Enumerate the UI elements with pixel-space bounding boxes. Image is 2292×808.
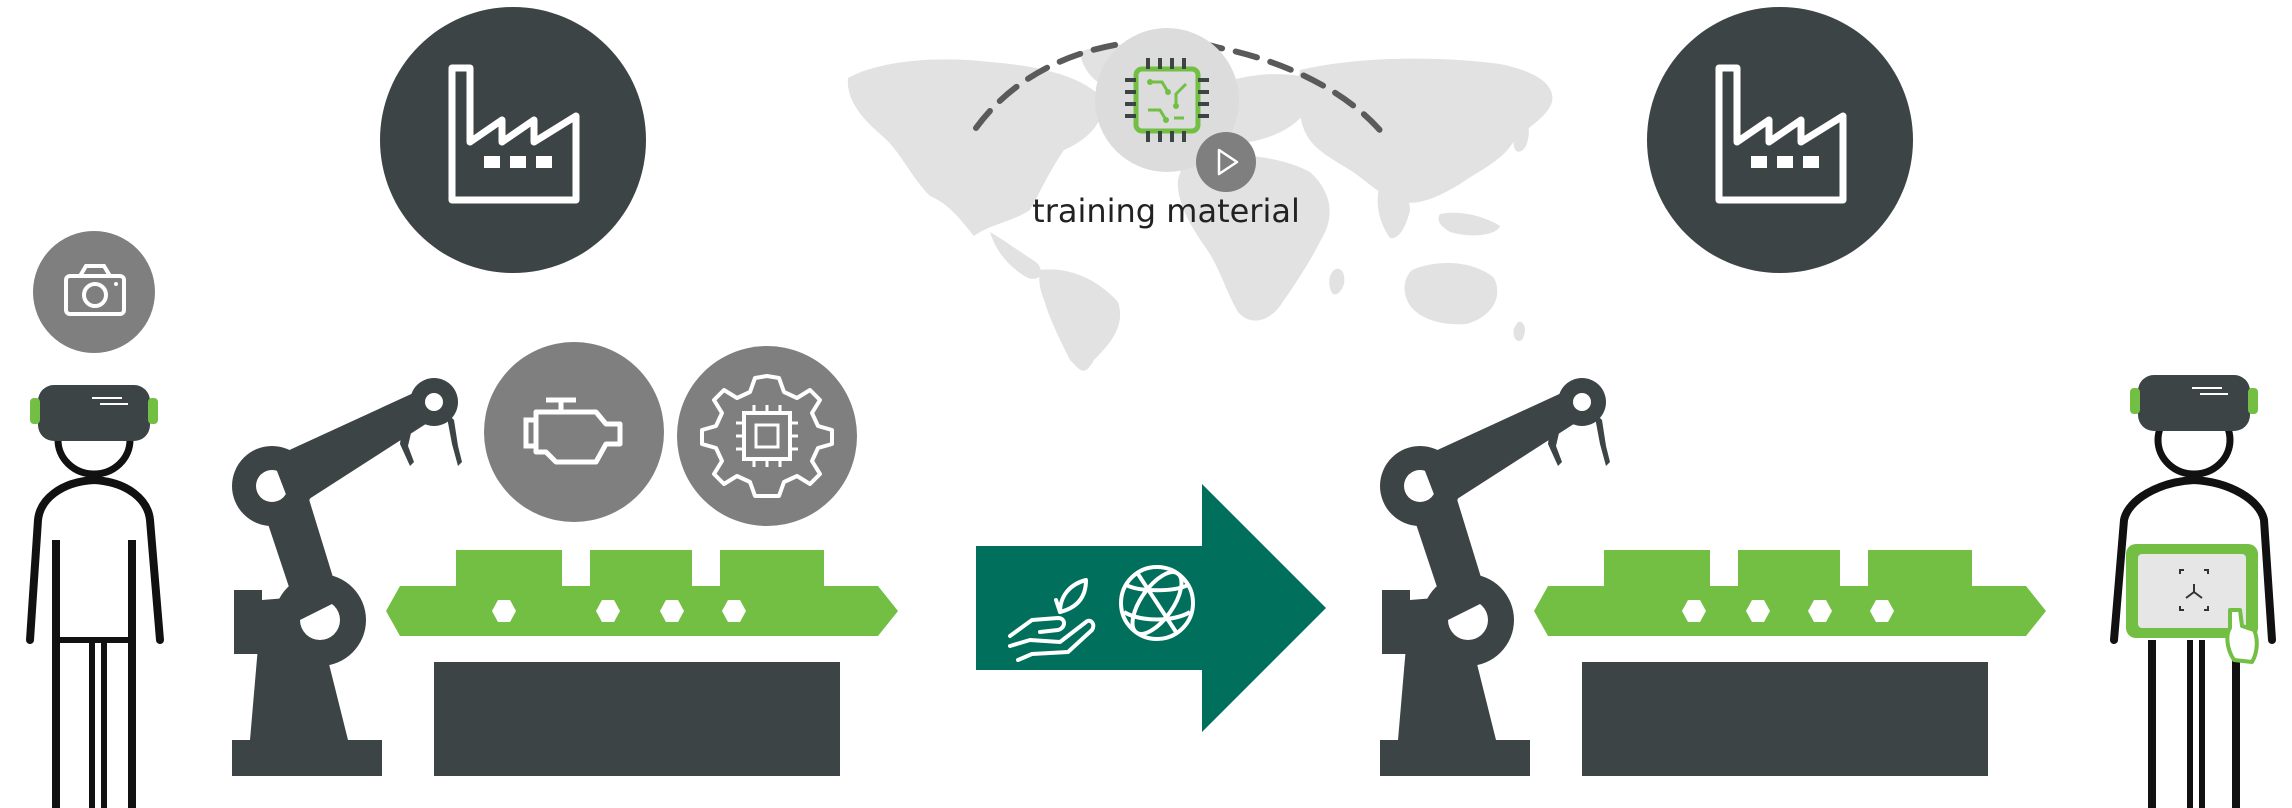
world-map xyxy=(847,44,1553,371)
robot-arm-icon xyxy=(232,378,462,776)
training-material-label: training material xyxy=(1032,192,1300,230)
person-left xyxy=(26,402,164,808)
globe-icon xyxy=(1119,565,1195,641)
robot-arm-icon xyxy=(1380,378,1610,776)
factory-icon xyxy=(1647,7,1913,273)
circuit-chip-icon xyxy=(1095,28,1239,172)
conveyor-left xyxy=(386,550,898,776)
vr-headset-icon xyxy=(30,385,158,441)
camera-icon xyxy=(33,231,155,353)
conveyor-right xyxy=(1534,550,2046,776)
tablet-icon xyxy=(2126,544,2259,664)
chip-gear-icon xyxy=(677,346,857,526)
factory-icon xyxy=(380,7,646,273)
play-icon xyxy=(1196,132,1256,192)
engine-icon xyxy=(484,342,664,522)
transfer-arrow xyxy=(976,484,1326,732)
vr-headset-icon xyxy=(2130,375,2258,431)
hand-plant-icon xyxy=(1008,578,1096,662)
